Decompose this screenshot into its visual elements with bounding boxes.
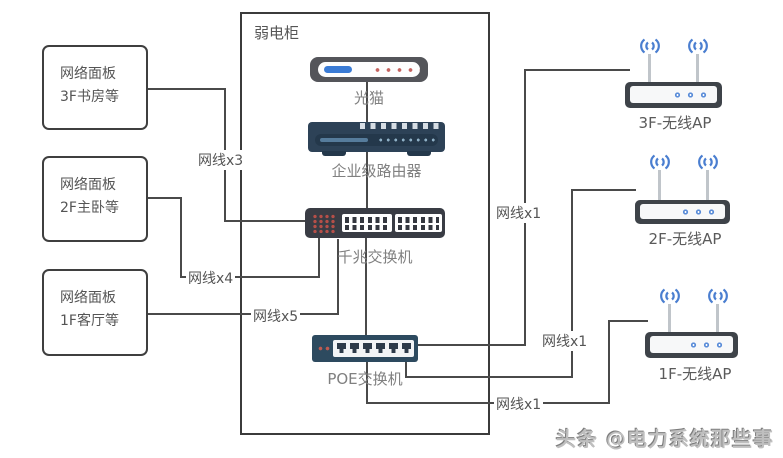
cable-panel2f-v1 — [180, 197, 182, 278]
panel-3f-line2: 3F书房等 — [60, 89, 119, 106]
cable-panel3f-h1 — [148, 88, 226, 90]
wifi-signal-icon — [660, 288, 680, 304]
poe-port — [376, 343, 385, 353]
cable-ap1f-v1 — [366, 361, 368, 404]
ap-2f-label: 2F-无线AP — [648, 230, 722, 248]
ap3f-led-dots — [671, 91, 709, 98]
cabinet-box — [240, 12, 490, 435]
poe-switch-device — [312, 335, 418, 362]
switch-port-block-2 — [395, 214, 442, 232]
cable-panel2f-v2 — [318, 237, 320, 278]
switch-ports-row — [398, 224, 439, 230]
switch-ports-row — [345, 217, 389, 223]
wifi-signal-icon — [708, 288, 728, 304]
ap2f-antenna-right — [706, 170, 709, 200]
panel-3f: 网络面板 3F书房等 — [42, 45, 148, 130]
poe-port — [402, 343, 411, 353]
ap1f-front-strip — [650, 336, 733, 353]
router-status-bar — [320, 138, 368, 142]
ap2f-antenna-left — [658, 170, 661, 200]
ap3f-front-strip — [630, 86, 717, 103]
ap-1f-label: 1F-无线AP — [658, 365, 732, 383]
cable-ap3f-h1 — [418, 344, 526, 346]
panel-1f: 网络面板 1F客厅等 — [42, 269, 148, 356]
ap2f-led-dots — [679, 208, 717, 215]
router-front-band — [315, 134, 438, 146]
enterprise-router-device — [308, 122, 445, 156]
poe-port — [350, 343, 359, 353]
cable-ap3f-h2 — [524, 69, 630, 71]
cable-label-x1-2f: 网线x1 — [540, 331, 590, 351]
ap-1f-device — [645, 332, 738, 358]
cable-panel1f-h — [148, 313, 339, 315]
cable-label-x1-1f: 网线x1 — [494, 394, 544, 414]
poe-front-strip — [333, 340, 414, 357]
switch-port-block-1 — [342, 214, 392, 232]
watermark-text: 头条 @电力系统那些事 — [556, 427, 774, 451]
poe-led-dots — [317, 346, 331, 351]
modem-led-dots — [372, 67, 420, 73]
optical-modem-device — [310, 57, 428, 82]
wifi-signal-icon — [640, 38, 660, 54]
panel-2f-line2: 2F主卧等 — [60, 200, 119, 217]
cable-ap1f-h2 — [608, 320, 648, 322]
modem-front-strip — [318, 62, 420, 77]
switch-ports-row — [345, 224, 389, 230]
cable-label-x1-3f: 网线x1 — [494, 203, 544, 223]
ap-2f-device — [635, 200, 730, 224]
cable-panel1f-v — [337, 239, 339, 315]
cable-ap1f-h1 — [366, 402, 610, 404]
poe-label: POE交换机 — [327, 370, 403, 388]
router-top-ports — [360, 123, 444, 129]
router-label: 企业级路由器 — [331, 162, 422, 180]
cable-router-switch — [366, 150, 368, 210]
ap2f-front-strip — [640, 204, 725, 219]
cable-ap2f-v2 — [571, 189, 573, 378]
poe-port — [389, 343, 398, 353]
ap-3f-label: 3F-无线AP — [638, 114, 712, 132]
panel-2f-line1: 网络面板 — [60, 177, 116, 193]
panel-2f: 网络面板 2F主卧等 — [42, 156, 148, 242]
ap3f-antenna-right — [696, 54, 699, 82]
cable-label-x3: 网线x3 — [196, 150, 246, 170]
panel-1f-line1: 网络面板 — [60, 290, 116, 306]
cable-switch-poe — [365, 236, 367, 337]
gigabit-switch-device — [305, 208, 445, 238]
switch-label: 千兆交换机 — [337, 248, 413, 266]
cable-panel3f-h2 — [224, 220, 307, 222]
panel-1f-line2: 1F客厅等 — [60, 313, 119, 330]
ap1f-antenna-left — [668, 304, 671, 332]
cable-label-x5: 网线x5 — [251, 306, 301, 326]
ap-3f-device — [625, 82, 722, 108]
cable-ap2f-v1 — [405, 361, 407, 378]
modem-label: 光猫 — [353, 89, 384, 107]
cabinet-label: 弱电柜 — [254, 24, 300, 42]
cable-label-x4: 网线x4 — [186, 268, 236, 288]
wifi-signal-icon — [650, 154, 670, 170]
switch-led-matrix — [312, 214, 336, 233]
router-led-dots — [377, 138, 435, 142]
cable-ap2f-h1 — [405, 376, 573, 378]
poe-port — [337, 343, 346, 353]
router-foot-right — [407, 151, 431, 156]
ap3f-antenna-left — [648, 54, 651, 82]
cable-ap2f-h2 — [571, 189, 636, 191]
wifi-signal-icon — [688, 38, 708, 54]
cable-panel2f-h2 — [180, 276, 320, 278]
cable-ap1f-v2 — [608, 320, 610, 404]
panel-3f-line1: 网络面板 — [60, 66, 116, 82]
modem-blue-indicator — [324, 66, 352, 73]
switch-ports-row — [398, 217, 439, 223]
cable-modem-router — [366, 80, 368, 125]
wifi-signal-icon — [698, 154, 718, 170]
ap1f-led-dots — [687, 341, 725, 348]
ap1f-antenna-right — [716, 304, 719, 332]
poe-port — [363, 343, 372, 353]
cable-panel2f-h1 — [148, 197, 182, 199]
router-foot-left — [322, 151, 346, 156]
